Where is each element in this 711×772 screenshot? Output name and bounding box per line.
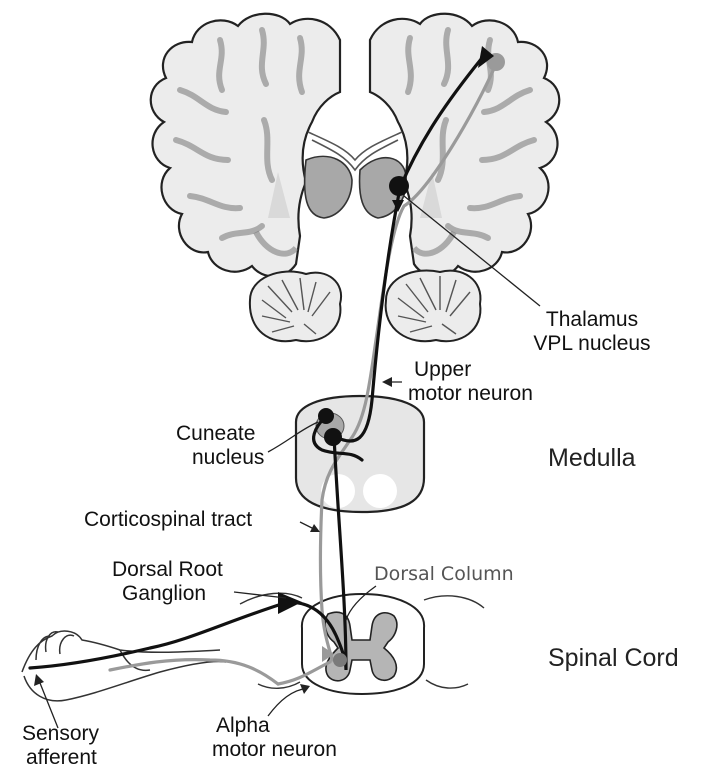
cerebellum-left bbox=[250, 272, 341, 342]
alpha-motor-neuron-soma bbox=[333, 653, 347, 667]
label-sensory-line2: afferent bbox=[22, 746, 99, 770]
label-cuneate-line1: Cuneate bbox=[176, 422, 264, 446]
label-corticospinal-tract: Corticospinal tract bbox=[84, 508, 252, 532]
brain-coronal-section bbox=[151, 14, 560, 277]
right-hemisphere bbox=[370, 14, 559, 277]
left-thalamus bbox=[305, 156, 352, 218]
drg-soma bbox=[278, 592, 302, 614]
label-spinal-cord: Spinal Cord bbox=[548, 644, 679, 672]
thalamus-vpl-neuron bbox=[389, 176, 409, 196]
label-dorsal-root-ganglion: Dorsal Root Ganglion bbox=[112, 558, 223, 606]
cerebellum-right bbox=[386, 270, 481, 341]
label-cuneate-nucleus: Cuneate nucleus bbox=[176, 422, 264, 470]
label-dorsal-column: Dorsal Column bbox=[374, 562, 514, 586]
label-thalamus-line1: Thalamus bbox=[522, 308, 662, 332]
pyramid-right bbox=[363, 474, 397, 508]
label-medulla: Medulla bbox=[548, 444, 636, 472]
left-hemisphere bbox=[151, 14, 340, 277]
label-sensory-line1: Sensory bbox=[22, 722, 99, 746]
label-upper-line1: Upper bbox=[408, 358, 533, 382]
medulla-section bbox=[296, 396, 424, 512]
label-thalamus: Thalamus VPL nucleus bbox=[522, 308, 662, 356]
label-alpha-line1: Alpha bbox=[212, 714, 337, 738]
cuneate-neuron-lower bbox=[324, 428, 342, 446]
label-upper-line2: motor neuron bbox=[408, 382, 533, 406]
spinal-cord-section bbox=[240, 593, 484, 694]
label-cuneate-line2: nucleus bbox=[176, 446, 264, 470]
label-thalamus-line2: VPL nucleus bbox=[522, 332, 662, 356]
cuneate-neuron-upper bbox=[318, 408, 334, 424]
label-drg-line2: Ganglion bbox=[112, 582, 223, 606]
label-upper-motor-neuron: Upper motor neuron bbox=[408, 358, 533, 406]
label-alpha-motor-neuron: Alpha motor neuron bbox=[212, 714, 337, 762]
label-alpha-line2: motor neuron bbox=[212, 738, 337, 762]
label-sensory-afferent: Sensory afferent bbox=[22, 722, 99, 770]
label-drg-line1: Dorsal Root bbox=[112, 558, 223, 582]
